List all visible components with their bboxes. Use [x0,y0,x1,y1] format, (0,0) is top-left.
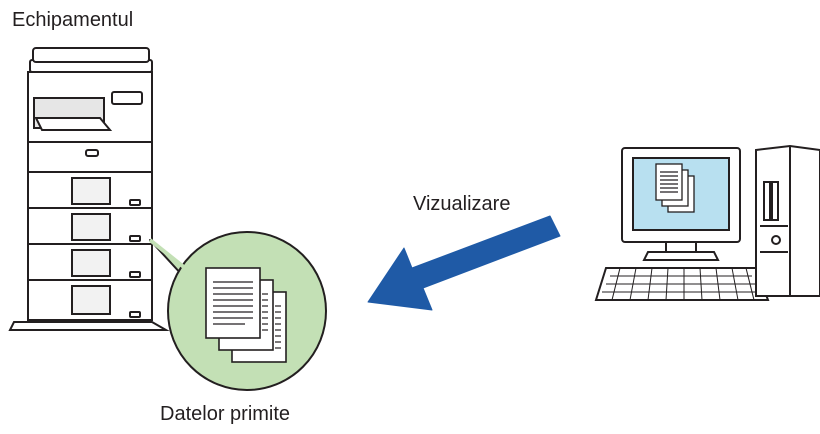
multifunction-printer-icon [8,47,170,331]
received-data-label: Datelor primite [160,403,291,425]
documents-icon [205,267,287,363]
view-arrow-icon [367,215,561,311]
device-label: Echipamentul [12,9,134,31]
view-label: Vizualizare [413,193,511,215]
desktop-computer-icon [594,144,820,301]
